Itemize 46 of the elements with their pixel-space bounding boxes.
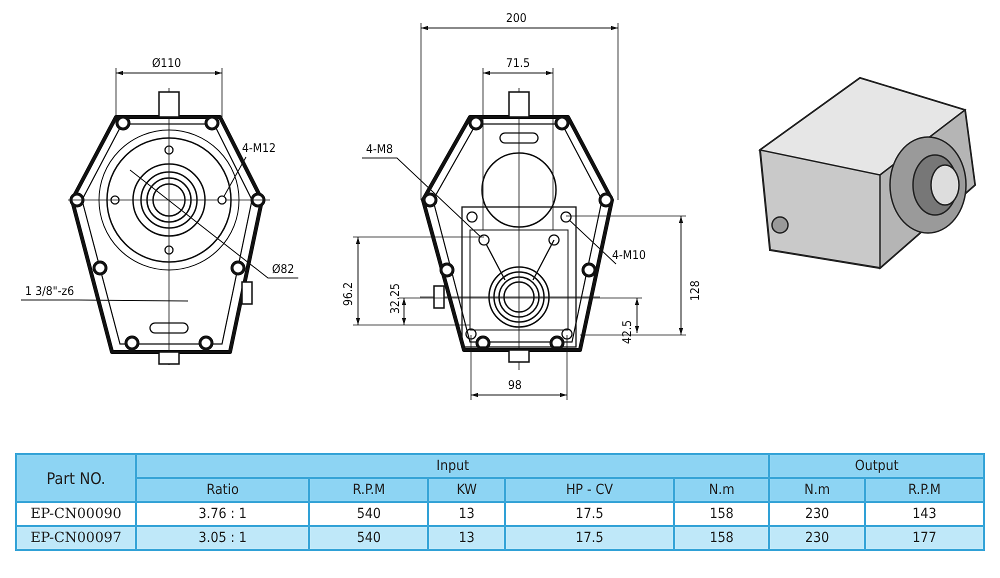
callout-label: 1 3/8"-z6 xyxy=(25,284,74,298)
table-cell: EP-CN00097 xyxy=(16,526,136,550)
dimension-value: 96.2 xyxy=(341,282,355,306)
table-cell: 540 xyxy=(309,526,428,550)
leader-line xyxy=(569,220,616,264)
table-cell: 540 xyxy=(309,502,428,526)
leader-line xyxy=(20,300,188,302)
table-cell: 13 xyxy=(428,526,505,550)
dimension-value: 200 xyxy=(506,11,527,25)
bolt-hole xyxy=(560,211,572,223)
callout-label: Ø82 xyxy=(272,262,294,276)
callout-label: 4-M10 xyxy=(612,248,646,262)
dimension-value: 71.5 xyxy=(506,56,530,70)
dimension-value: 32.25 xyxy=(388,282,402,314)
table-cell: 230 xyxy=(769,502,865,526)
table-cell: 177 xyxy=(864,526,984,550)
callout-label: 4-M8 xyxy=(366,142,393,156)
dimension-value: Ø110 xyxy=(152,56,182,70)
callout-label: 4-M12 xyxy=(242,141,276,155)
table-cell: EP-CN00090 xyxy=(16,502,136,526)
table-cell: 230 xyxy=(769,526,865,550)
leader-line xyxy=(130,170,299,278)
header-cell: R.P.M xyxy=(309,478,428,502)
header-cell: HP - CV xyxy=(504,478,674,502)
header-cell: R.P.M xyxy=(864,478,984,502)
bolt-hole xyxy=(478,234,490,246)
table-cell: 13 xyxy=(428,502,505,526)
table-cell: 143 xyxy=(864,502,984,526)
header-cell: KW xyxy=(428,478,505,502)
table-cell: 158 xyxy=(674,526,770,550)
dimension-value: 98 xyxy=(508,378,522,392)
table-cell: 17.5 xyxy=(504,502,674,526)
header-cell: Ratio xyxy=(136,478,310,502)
header-cell: N.m xyxy=(674,478,770,502)
table-cell: 17.5 xyxy=(504,526,674,550)
dimension-value: 42.5 xyxy=(620,320,634,344)
bolt-hole xyxy=(217,195,227,205)
header-cell: Output xyxy=(769,454,984,478)
leader-line xyxy=(362,158,481,238)
table-cell: 3.05 : 1 xyxy=(136,526,310,550)
header-cell: Input xyxy=(136,454,770,478)
table-cell: 3.76 : 1 xyxy=(136,502,310,526)
header-cell: N.m xyxy=(769,478,865,502)
table-cell: 158 xyxy=(674,502,770,526)
dimension-value: 128 xyxy=(688,280,702,300)
header-cell: Part NO. xyxy=(16,454,136,502)
